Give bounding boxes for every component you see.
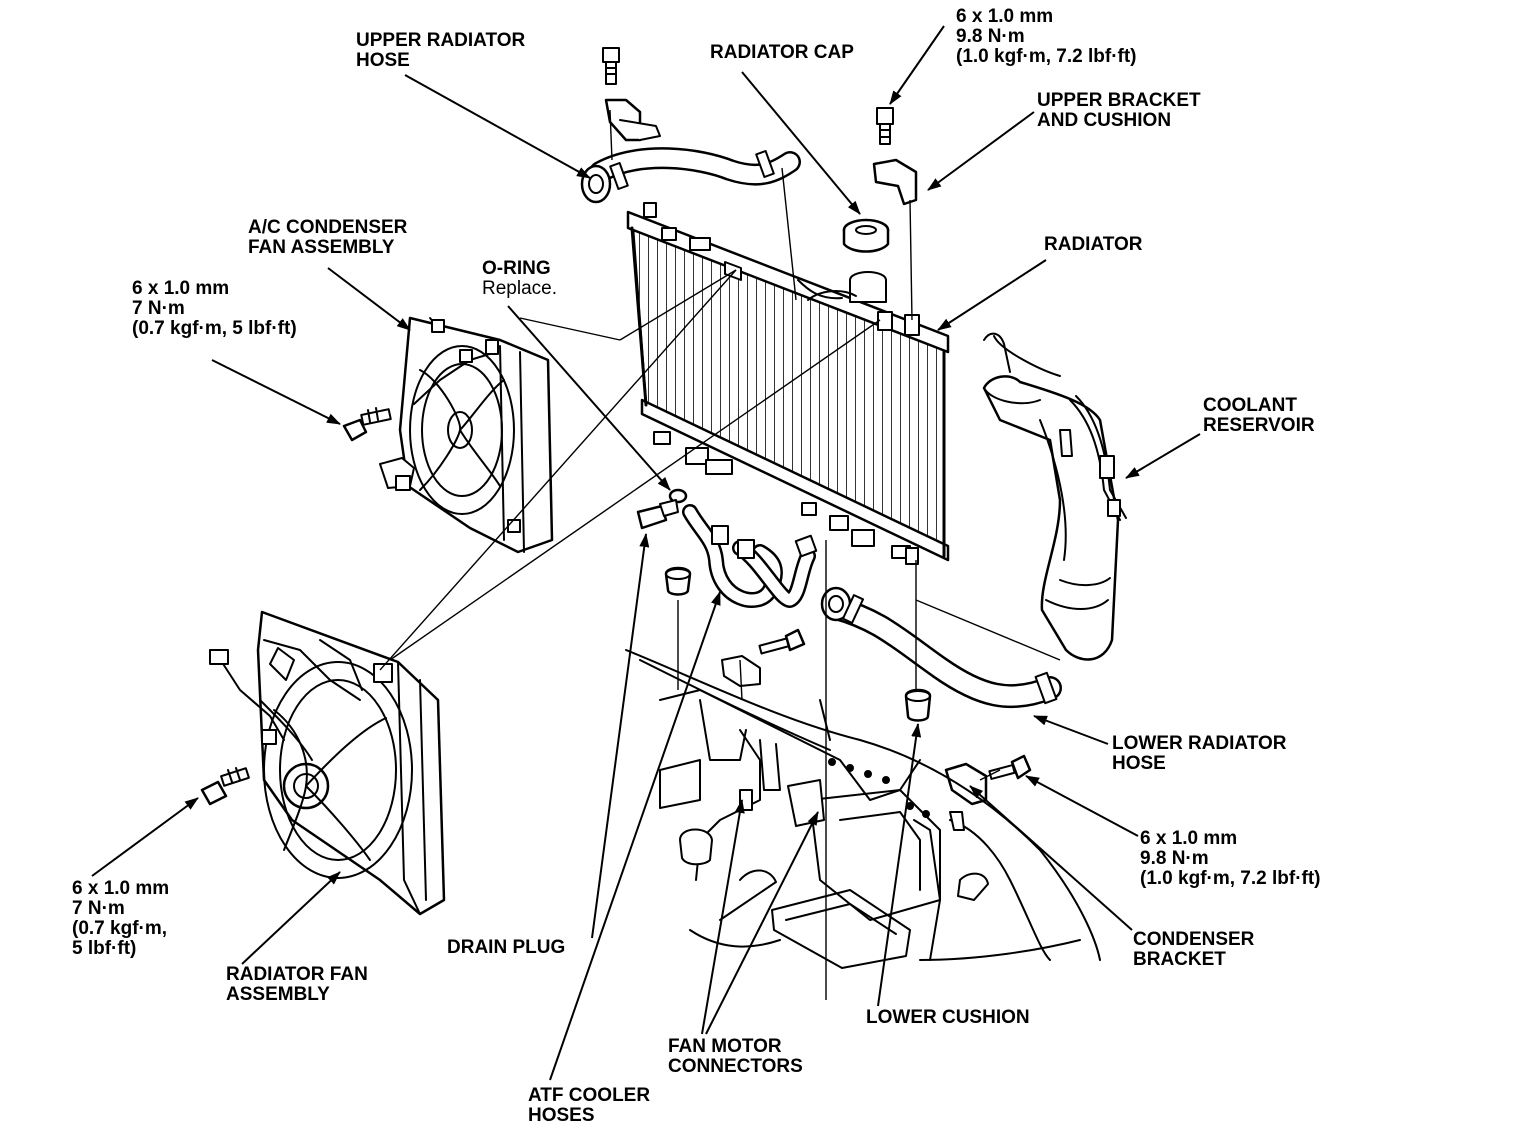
arrow-atf-cooler-hoses	[549, 591, 721, 1081]
arrow-fan-motor-connector-2	[705, 811, 819, 1035]
arrow-upper-bracket	[927, 111, 1035, 191]
arrow-upper-bolt	[889, 25, 945, 105]
atf-cooler-hoses	[682, 504, 818, 608]
upper-hose-bolt	[602, 47, 661, 142]
arrow-radiator-fan-assembly	[241, 871, 341, 965]
label-radiator-cap: RADIATOR CAP	[710, 42, 854, 63]
arrow-o-ring	[507, 305, 671, 491]
ac-fan-bolt	[342, 407, 392, 442]
ac-condenser-fan-assembly	[379, 316, 554, 554]
upper-radiator-hose	[580, 147, 801, 204]
lower-cushions	[664, 566, 932, 722]
coolant-reservoir	[982, 332, 1127, 661]
alignment-lines	[379, 109, 1061, 1000]
label-lower-cushion: LOWER CUSHION	[866, 1007, 1030, 1028]
upper-bracket-and-cushion	[872, 107, 918, 206]
center-bolt	[721, 628, 806, 687]
label-drain-plug: DRAIN PLUG	[447, 937, 566, 958]
drain-plug	[636, 499, 679, 530]
arrow-ac-fan-bolt	[211, 359, 341, 425]
arrow-drain-plug	[591, 533, 650, 939]
arrow-coolant-reservoir	[1125, 433, 1201, 479]
arrow-condenser-bracket	[969, 785, 1133, 931]
arrow-lower-radiator-hose	[1033, 715, 1109, 745]
callout-arrows	[91, 25, 1201, 1081]
radiator-fan-bolt	[200, 767, 250, 806]
arrow-condenser-bracket-bolt	[1025, 775, 1139, 837]
arrow-radiator-fan-bolt	[91, 797, 199, 877]
arrow-fan-motor-connector-1	[701, 799, 745, 1035]
radiator-fan-assembly	[209, 610, 446, 916]
label-radiator: RADIATOR	[1044, 234, 1143, 255]
arrow-ac-condenser-fan	[327, 267, 411, 331]
lower-radiator-hose	[820, 586, 1062, 709]
arrow-upper-radiator-hose	[404, 74, 591, 179]
arrow-radiator	[937, 259, 1047, 331]
o-ring	[668, 488, 688, 504]
arrow-radiator-cap	[741, 71, 861, 215]
condenser-bracket	[944, 754, 1032, 806]
arrow-lower-cushion	[877, 723, 922, 1007]
radiator-cap	[842, 218, 890, 253]
